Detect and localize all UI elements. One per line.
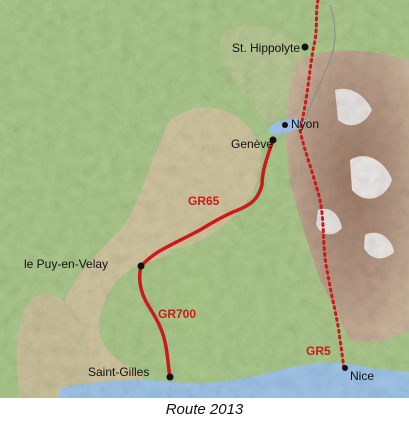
city-label-le-puy: le Puy-en-Velay [24,257,108,271]
city-marker-nyon[interactable] [282,122,288,128]
city-label-st-hippolyte: St. Hippolyte [232,41,300,55]
route-gr700[interactable] [137,264,172,379]
route-label-gr5: GR5 [306,344,331,358]
city-marker-st-hippolyte[interactable] [301,43,309,51]
city-label-saint-gilles: Saint-Gilles [88,365,149,379]
city-marker-nice[interactable] [342,365,348,371]
route-label-gr700: GR700 [158,307,196,321]
route-gr65[interactable] [139,138,275,268]
city-marker-saint-gilles[interactable] [166,373,174,381]
route-gr5[interactable] [298,0,346,372]
border-line [304,4,336,121]
city-marker-le-puy[interactable] [137,262,145,270]
route-label-gr65: GR65 [188,194,220,208]
city-label-geneve: Genève [231,137,273,151]
city-marker-geneve[interactable] [269,136,277,144]
city-label-nyon: Nyon [291,117,319,131]
city-label-nice: Nice [350,369,374,383]
map-caption: Route 2013 [0,398,409,421]
